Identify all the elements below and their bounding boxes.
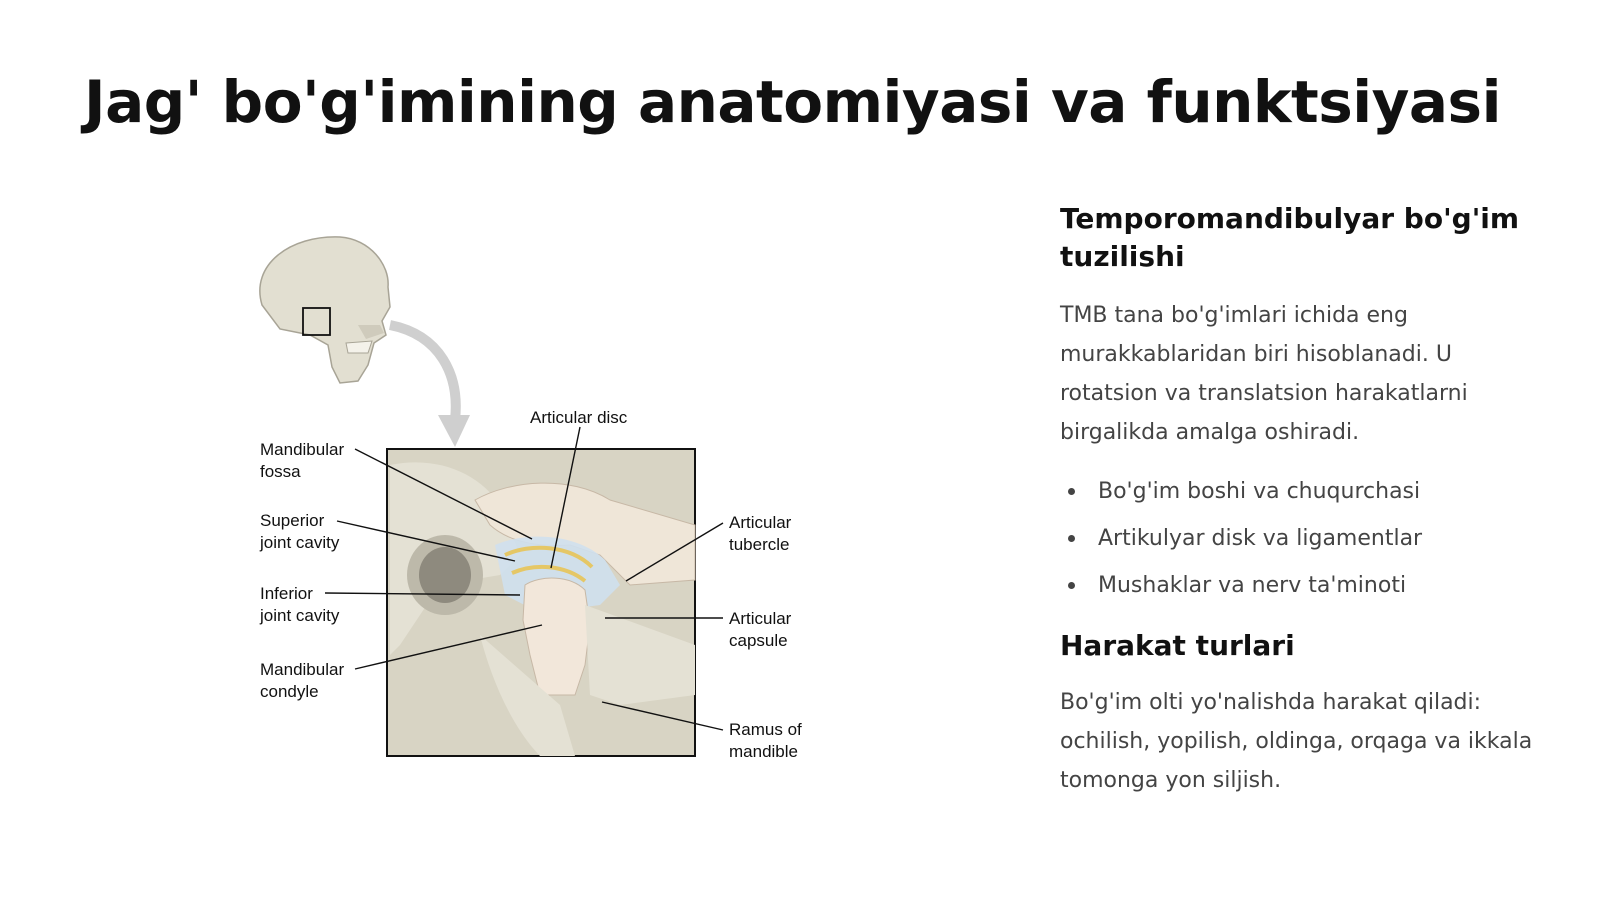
section-heading-movements: Harakat turlari: [1060, 629, 1295, 662]
label-superior-cavity-line1: Superior: [260, 511, 325, 530]
bullet-dot-icon: [1068, 582, 1075, 589]
section-heading-structure: Temporomandibulyar bo'g'im tuzilishi: [1060, 202, 1520, 273]
structure-paragraph: TMB tana bo'g'imlari ichida eng murakkab…: [1060, 303, 1468, 445]
label-articular-capsule-line2: capsule: [729, 631, 788, 650]
zoom-arrow: [388, 320, 470, 447]
joint-inset: [386, 448, 696, 757]
list-item: Mushaklar va nerv ta'minoti: [1060, 562, 1540, 609]
label-mandibular-fossa-line1: Mandibular: [260, 440, 345, 459]
label-mandibular-fossa-line2: fossa: [260, 462, 301, 481]
skull-drawing: [259, 236, 391, 384]
label-mandibular-condyle-line2: condyle: [260, 682, 319, 701]
label-inferior-cavity-line2: joint cavity: [260, 606, 340, 625]
label-articular-capsule-line1: Articular: [729, 609, 792, 628]
bullet-dot-icon: [1068, 535, 1075, 542]
tmj-illustration: [259, 236, 724, 757]
movements-paragraph: Bo'g'im olti yo'nalishda harakat qiladi:…: [1060, 690, 1533, 793]
list-item: Bo'g'im boshi va chuqurchasi: [1060, 468, 1540, 515]
label-ramus-line2: mandible: [729, 742, 798, 761]
label-mandibular-condyle-line1: Mandibular: [260, 660, 345, 679]
label-articular-disc: Articular disc: [530, 408, 628, 427]
label-ramus-line1: Ramus of: [729, 720, 802, 739]
slide-title: Jag' bo'g'imining anatomiyasi va funktsi…: [84, 68, 1501, 136]
component-list: Bo'g'im boshi va chuqurchasi Artikulyar …: [1060, 468, 1540, 609]
text-panel: Temporomandibulyar bo'g'im tuzilishi TMB…: [1060, 200, 1540, 816]
label-articular-tubercle-line1: Articular: [729, 513, 792, 532]
bullet-dot-icon: [1068, 488, 1075, 495]
tmj-anatomy-figure: Articular disc Mandibular fossa Superior…: [240, 225, 840, 785]
label-articular-tubercle-line2: tubercle: [729, 535, 790, 554]
label-inferior-cavity-line1: Inferior: [260, 584, 313, 603]
leader-lines: [324, 426, 724, 731]
list-item: Artikulyar disk va ligamentlar: [1060, 515, 1540, 562]
label-superior-cavity-line2: joint cavity: [260, 533, 340, 552]
